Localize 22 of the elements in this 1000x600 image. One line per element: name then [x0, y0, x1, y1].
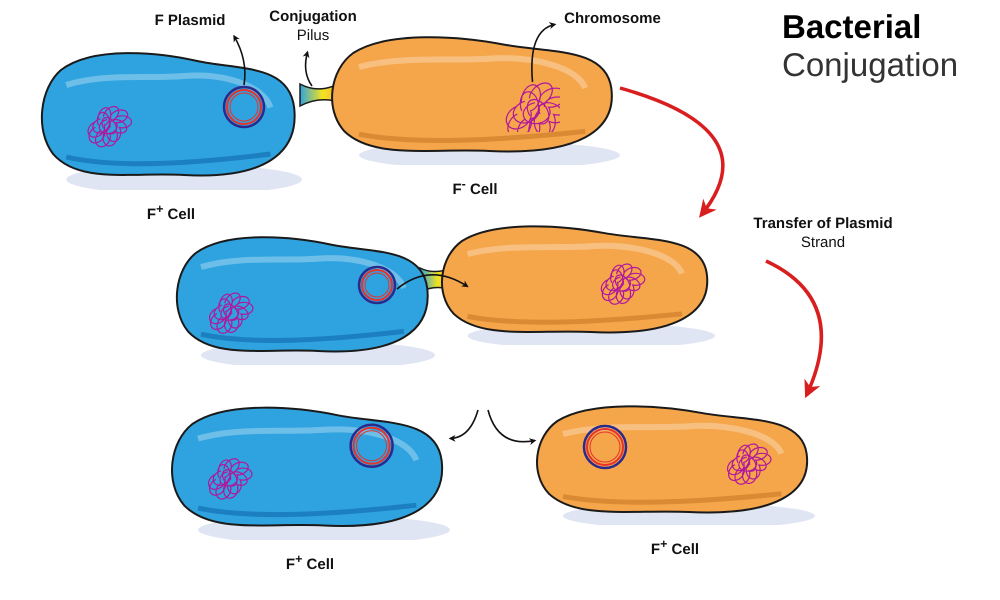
title: Bacterial Conjugation — [782, 8, 960, 84]
leader-arrow — [531, 22, 556, 82]
callout-subtitle: Strand — [800, 234, 846, 251]
leader-arrow — [396, 274, 469, 290]
callout-subtitle: Pilus — [296, 27, 330, 44]
callout-label: Conjugation — [269, 8, 357, 25]
plasmid-ring — [357, 265, 397, 305]
curved-arrow — [619, 86, 724, 218]
callout-label: Chromosome — [564, 10, 661, 27]
leader-arrow — [448, 410, 479, 442]
callout-label: Transfer of Plasmid — [753, 215, 893, 232]
chromosome-tangle — [505, 82, 560, 132]
callout-label: F Plasmid — [154, 12, 226, 29]
leader-arrow — [302, 50, 313, 86]
leader-arrow — [233, 34, 246, 86]
plasmid-ring — [222, 85, 266, 129]
leader-arrow — [487, 410, 536, 445]
cell-label: F$^{-}$ Cell — [452, 177, 498, 198]
cell-label: F$^{+}$ Cell — [650, 537, 700, 558]
cell-label: F$^{+}$ Cell — [146, 202, 196, 223]
curved-arrow — [765, 259, 824, 398]
cell-label: F$^{+}$ Cell — [286, 552, 334, 573]
